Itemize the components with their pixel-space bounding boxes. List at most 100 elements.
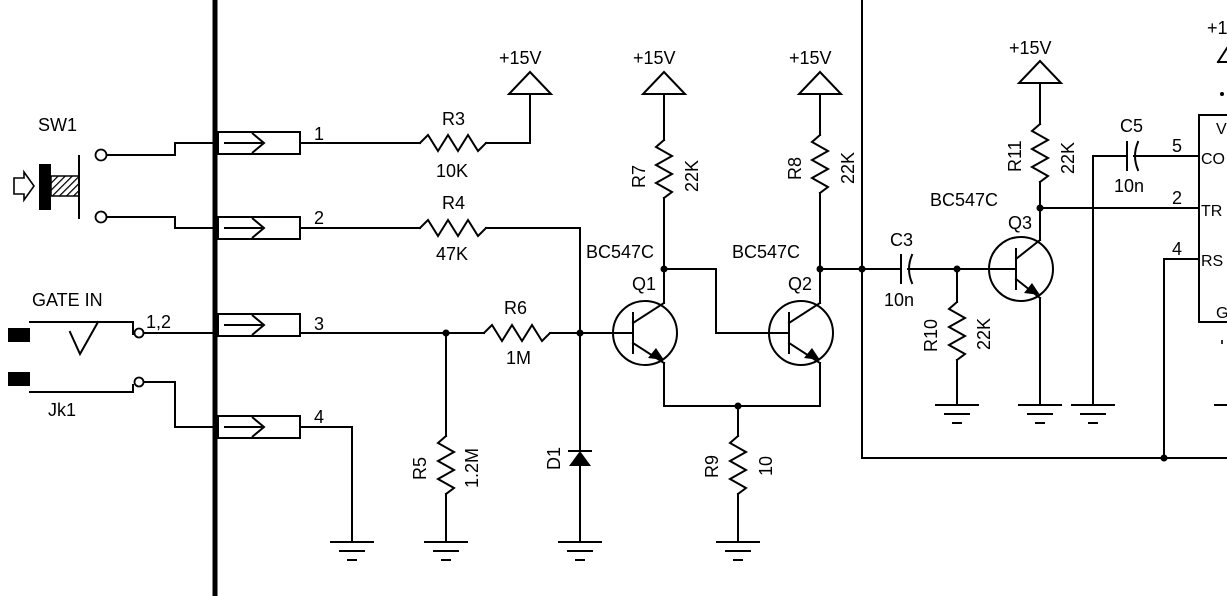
push-arrow-icon <box>13 169 35 203</box>
ic-trig-label: TR <box>1201 203 1222 220</box>
r6-value: 1M <box>506 348 531 368</box>
jack-tip-spring <box>29 321 134 335</box>
ic-pin5: 5 <box>1172 136 1182 156</box>
ic-gnd-label: G <box>1216 305 1227 322</box>
plunger-shaft <box>50 175 80 197</box>
ic-reset-label: RS <box>1201 253 1223 270</box>
connector-pin-3 <box>217 313 301 337</box>
vcc-r3-label: +15V <box>499 48 542 68</box>
ic-v-label: V <box>1216 121 1227 138</box>
vcc-r11-label: +15V <box>1009 38 1052 58</box>
r7-label: R7 <box>629 165 649 188</box>
pin1-label: 1 <box>314 124 324 144</box>
ic-pin4: 4 <box>1172 239 1182 259</box>
sw1-terminal-1 <box>94 148 108 162</box>
r11-value: 22K <box>1058 142 1078 174</box>
gnd-q3 <box>1017 404 1063 424</box>
connector-pin-1 <box>217 131 301 155</box>
c5-value: 10n <box>1114 176 1144 196</box>
sw1-label: SW1 <box>38 115 77 135</box>
connector-pin-2 <box>217 216 301 240</box>
gnd-r10 <box>934 404 980 424</box>
q2-label: Q2 <box>788 274 812 294</box>
vcc-ic-partial-symbol <box>1216 46 1227 64</box>
jack-tip-contact <box>68 320 100 357</box>
resistor-r3 <box>418 133 488 153</box>
junction-c3 <box>858 265 866 273</box>
jk1-label: Jk1 <box>48 400 76 420</box>
transistor-q2 <box>768 300 834 366</box>
jack-sleeve-bottom <box>8 372 30 386</box>
jack-sleeve-top <box>8 328 30 342</box>
wire-jack-pin4 <box>143 381 221 428</box>
r4-value: 47K <box>436 244 468 264</box>
gnd-pin4 <box>329 541 375 561</box>
timer-ic <box>1198 114 1227 323</box>
resistor-r7 <box>653 138 675 200</box>
diode-d1-icon <box>569 451 591 466</box>
transistor-q3 <box>988 236 1054 302</box>
gnd-r9 <box>715 541 761 561</box>
jack-terminal-tip <box>133 327 145 339</box>
resistor-r10 <box>946 300 968 362</box>
r11-label: R11 <box>1005 140 1025 172</box>
q2-type: BC547C <box>732 242 800 262</box>
wire-reset <box>1163 258 1200 459</box>
vcc-r8-label: +15V <box>789 48 832 68</box>
r5-label: R5 <box>410 457 430 480</box>
q3-type: BC547C <box>930 190 998 210</box>
wire-q1-emitter <box>663 362 821 407</box>
sw1-terminal-2 <box>94 210 108 224</box>
wire-r4-node <box>485 227 581 334</box>
r10-label: R10 <box>921 319 941 352</box>
q3-label: Q3 <box>1008 213 1032 233</box>
r5-value: 1.2M <box>462 448 482 488</box>
q1-label: Q1 <box>632 274 656 294</box>
r8-value: 22K <box>838 152 858 184</box>
ic-partial-dot <box>1220 92 1224 96</box>
gnd-d1 <box>557 541 603 561</box>
r9-label: R9 <box>702 455 722 478</box>
resistor-r4 <box>418 218 488 238</box>
vcc-r7-symbol <box>642 71 686 95</box>
wire-r7-q2base <box>663 197 776 334</box>
q1-type: BC547C <box>586 242 654 262</box>
gate-in-label: GATE IN <box>32 290 103 310</box>
r9-value: 10 <box>756 456 776 476</box>
r10-value: 22K <box>974 318 994 350</box>
transistor-q1 <box>612 300 678 366</box>
jack-terminal-sleeve <box>133 376 145 388</box>
sw1-pushbutton: SW1 <box>13 115 108 224</box>
resistor-r5 <box>435 434 457 496</box>
resistor-r11 <box>1029 122 1051 184</box>
ic-pin2: 2 <box>1172 188 1182 208</box>
wire-r11-trig <box>1039 181 1200 209</box>
gnd-c5 <box>1070 404 1116 424</box>
wire-sw1-pin2 <box>106 216 221 229</box>
jk1-gate-in-jack: GATE IN Jk1 1,2 <box>8 290 171 420</box>
r4-label: R4 <box>442 193 465 213</box>
r8-label: R8 <box>785 157 805 180</box>
resistor-r9 <box>727 434 749 496</box>
vcc-r3-symbol <box>508 71 552 95</box>
connector-pin-4 <box>217 415 301 439</box>
pin2-label: 2 <box>314 208 324 228</box>
jack-pin-label: 1,2 <box>146 312 171 332</box>
wire-r3-vcc <box>485 92 531 144</box>
d1-label: D1 <box>544 447 564 470</box>
resistor-r6 <box>482 323 552 343</box>
gnd-r5 <box>423 541 469 561</box>
wire-c5-gnd <box>1092 155 1127 406</box>
c5-label: C5 <box>1120 116 1143 136</box>
wire-pin4-gnd <box>299 426 353 543</box>
vcc-ic-partial-label: +1 <box>1207 18 1227 38</box>
vcc-r11-symbol <box>1018 60 1062 84</box>
jack-sleeve-spring <box>29 384 134 393</box>
r3-label: R3 <box>442 109 465 129</box>
r6-label: R6 <box>504 298 527 318</box>
r7-value: 22K <box>682 160 702 192</box>
pin4-label: 4 <box>314 407 324 427</box>
vcc-r7-label: +15V <box>633 48 676 68</box>
c3-label: C3 <box>890 230 913 250</box>
